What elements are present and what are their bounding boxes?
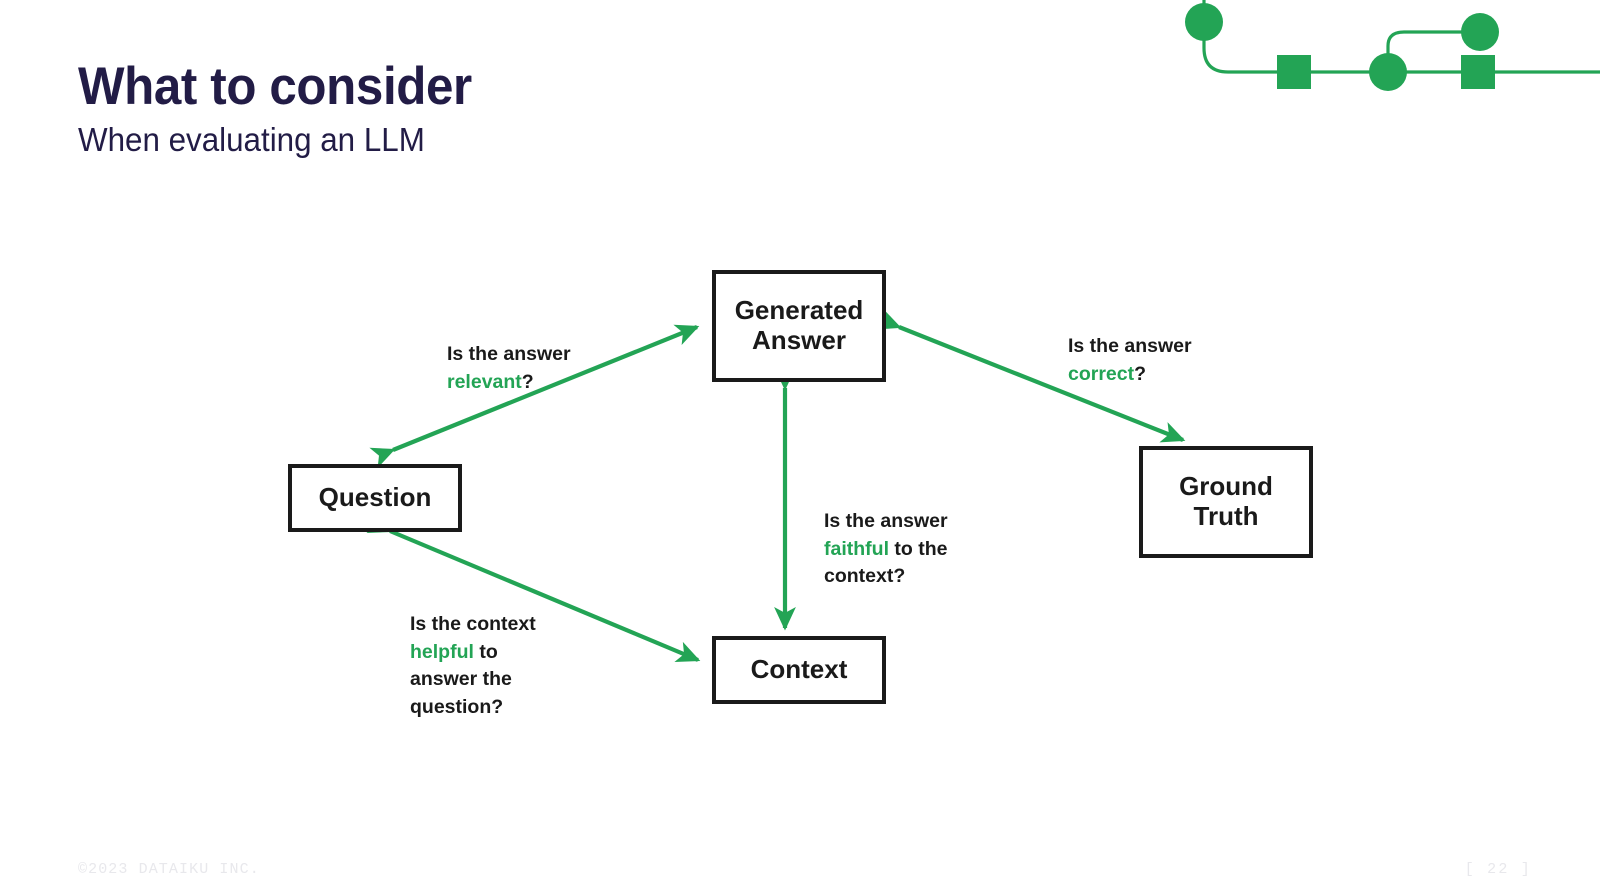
footer-page-number: [ 22 ] [1464,861,1532,878]
node-generated-answer-label: Generated Answer [735,296,864,355]
edge-label-line: Is the answer [824,510,948,532]
node-label-line-2: Answer [752,325,846,355]
edge-label-line: ? [521,370,534,393]
edge-label-highlight: faithful [824,537,889,560]
node-generated-answer[interactable]: Generated Answer [712,270,886,382]
edge-label-relevant: Is the answer relevant? [447,341,647,396]
node-question-label: Question [318,482,432,513]
edge-label-line: question? [410,696,504,719]
node-label-line-2: Truth [1193,501,1259,531]
edge-label-highlight: correct [1068,362,1135,385]
edge-label-helpful: Is the context helpful to answer the que… [410,611,560,722]
edge-question-context [366,512,701,662]
edge-label-line: Is the answer [1068,335,1192,357]
node-question[interactable]: Question [288,464,462,532]
node-ground-truth-label: Ground Truth [1179,472,1273,531]
page-subtitle: When evaluating an LLM [78,121,425,159]
edge-label-faithful: Is the answer faithful to the context? [824,508,984,591]
edge-label-highlight: helpful [410,640,474,663]
node-ground-truth[interactable]: Ground Truth [1139,446,1313,558]
slide-header: What to consider When evaluating an LLM [78,58,978,159]
edge-label-line: Is the answer [447,343,571,365]
edge-generated-answer-ground-truth [875,309,1186,443]
node-context-label: Context [750,654,848,685]
edge-label-highlight: relevant [447,370,522,393]
edge-label-correct: Is the answer correct? [1068,333,1268,388]
node-label-line-1: Ground [1179,471,1273,502]
edge-label-line: to [473,640,498,663]
edge-label-line: answer the [410,668,512,691]
edge-label-line: Is the context [410,613,536,635]
edge-label-line: ? [1134,362,1147,385]
edge-label-line: to the [888,537,948,560]
page-title: What to consider [78,57,472,116]
edge-question-generated-answer [369,324,700,468]
footer-copyright: ©2023 DATAIKU INC. [78,861,260,878]
edge-label-line: context? [824,565,906,588]
node-context[interactable]: Context [712,636,886,704]
node-label-line-1: Generated [734,295,864,326]
